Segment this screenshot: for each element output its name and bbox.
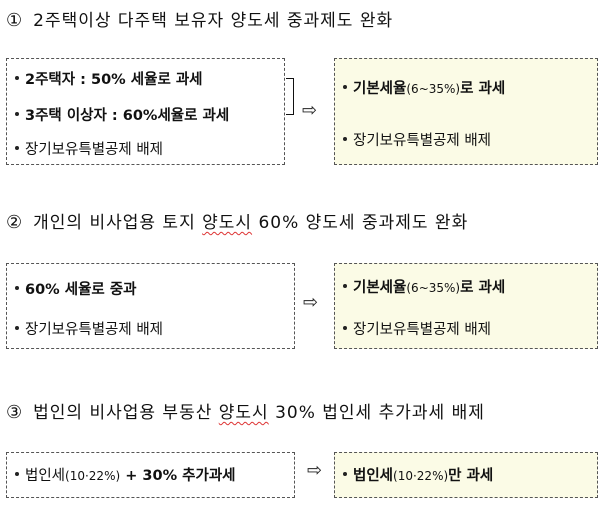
section1-before-item2: 3주택 이상자 : 60%세율로 과세 [15, 104, 229, 125]
section2-after-item2: 장기보유특별공제 배제 [343, 318, 491, 339]
section3-title-mark: 양도시 [218, 403, 269, 423]
section3-heading: ③ 법인의 비사업용 부동산 양도시 30% 법인세 추가과세 배제 [6, 398, 485, 423]
section2-before-box: 60% 세율로 중과 장기보유특별공제 배제 [6, 263, 295, 349]
section2-arrow-icon: ⇨ [303, 292, 319, 313]
section2-heading: ② 개인의 비사업용 토지 양도시 60% 양도세 중과제도 완화 [6, 208, 468, 233]
section1-after-item2: 장기보유특별공제 배제 [343, 129, 491, 150]
section1-bracket [286, 78, 294, 115]
section1-title: 2주택이상 다주택 보유자 양도세 중과제도 완화 [33, 11, 394, 31]
section1-heading: ① 2주택이상 다주택 보유자 양도세 중과제도 완화 [6, 6, 393, 31]
bullet-icon [343, 137, 347, 141]
section2-title-post: 60% 양도세 중과제도 완화 [252, 213, 469, 233]
section3-after-box: 법인세(10·22%)만 과세 [334, 452, 598, 498]
section3-before-item1: 법인세(10·22%) + 30% 추가과세 [15, 464, 236, 485]
bullet-icon [15, 286, 19, 290]
section1-after-item1: 기본세율(6~35%)로 과세 [343, 77, 505, 98]
bullet-icon [15, 112, 19, 116]
section1-arrow-icon: ⇨ [302, 100, 318, 121]
section3-number: ③ [6, 402, 24, 423]
section1-after-box: 기본세율(6~35%)로 과세 장기보유특별공제 배제 [334, 58, 598, 165]
section2-before-item2: 장기보유특별공제 배제 [15, 318, 163, 339]
section3-title-pre: 법인의 비사업용 부동산 [33, 403, 219, 423]
section2-title-mark: 양도시 [202, 213, 253, 233]
bullet-icon [15, 326, 19, 330]
bullet-icon [343, 284, 347, 288]
section3-after-item1: 법인세(10·22%)만 과세 [343, 464, 493, 485]
section2-after-box: 기본세율(6~35%)로 과세 장기보유특별공제 배제 [334, 263, 598, 349]
bullet-icon [15, 472, 19, 476]
bullet-icon [15, 146, 19, 150]
section3-arrow-icon: ⇨ [307, 460, 323, 481]
section1-number: ① [6, 10, 24, 31]
section2-number: ② [6, 212, 24, 233]
section2-after-item1: 기본세율(6~35%)로 과세 [343, 276, 505, 297]
section2-title-pre: 개인의 비사업용 토지 [33, 213, 203, 233]
section3-before-box: 법인세(10·22%) + 30% 추가과세 [6, 452, 295, 498]
section1-before-item3: 장기보유특별공제 배제 [15, 138, 163, 159]
section1-before-box: 2주택자 : 50% 세율로 과세 3주택 이상자 : 60%세율로 과세 장기… [6, 58, 285, 165]
section1-before-item1: 2주택자 : 50% 세율로 과세 [15, 68, 203, 89]
section2-before-item1: 60% 세율로 중과 [15, 278, 137, 299]
bullet-icon [343, 85, 347, 89]
bullet-icon [343, 326, 347, 330]
bullet-icon [343, 472, 347, 476]
bullet-icon [15, 76, 19, 80]
section3-title-post: 30% 법인세 추가과세 배제 [268, 403, 485, 423]
